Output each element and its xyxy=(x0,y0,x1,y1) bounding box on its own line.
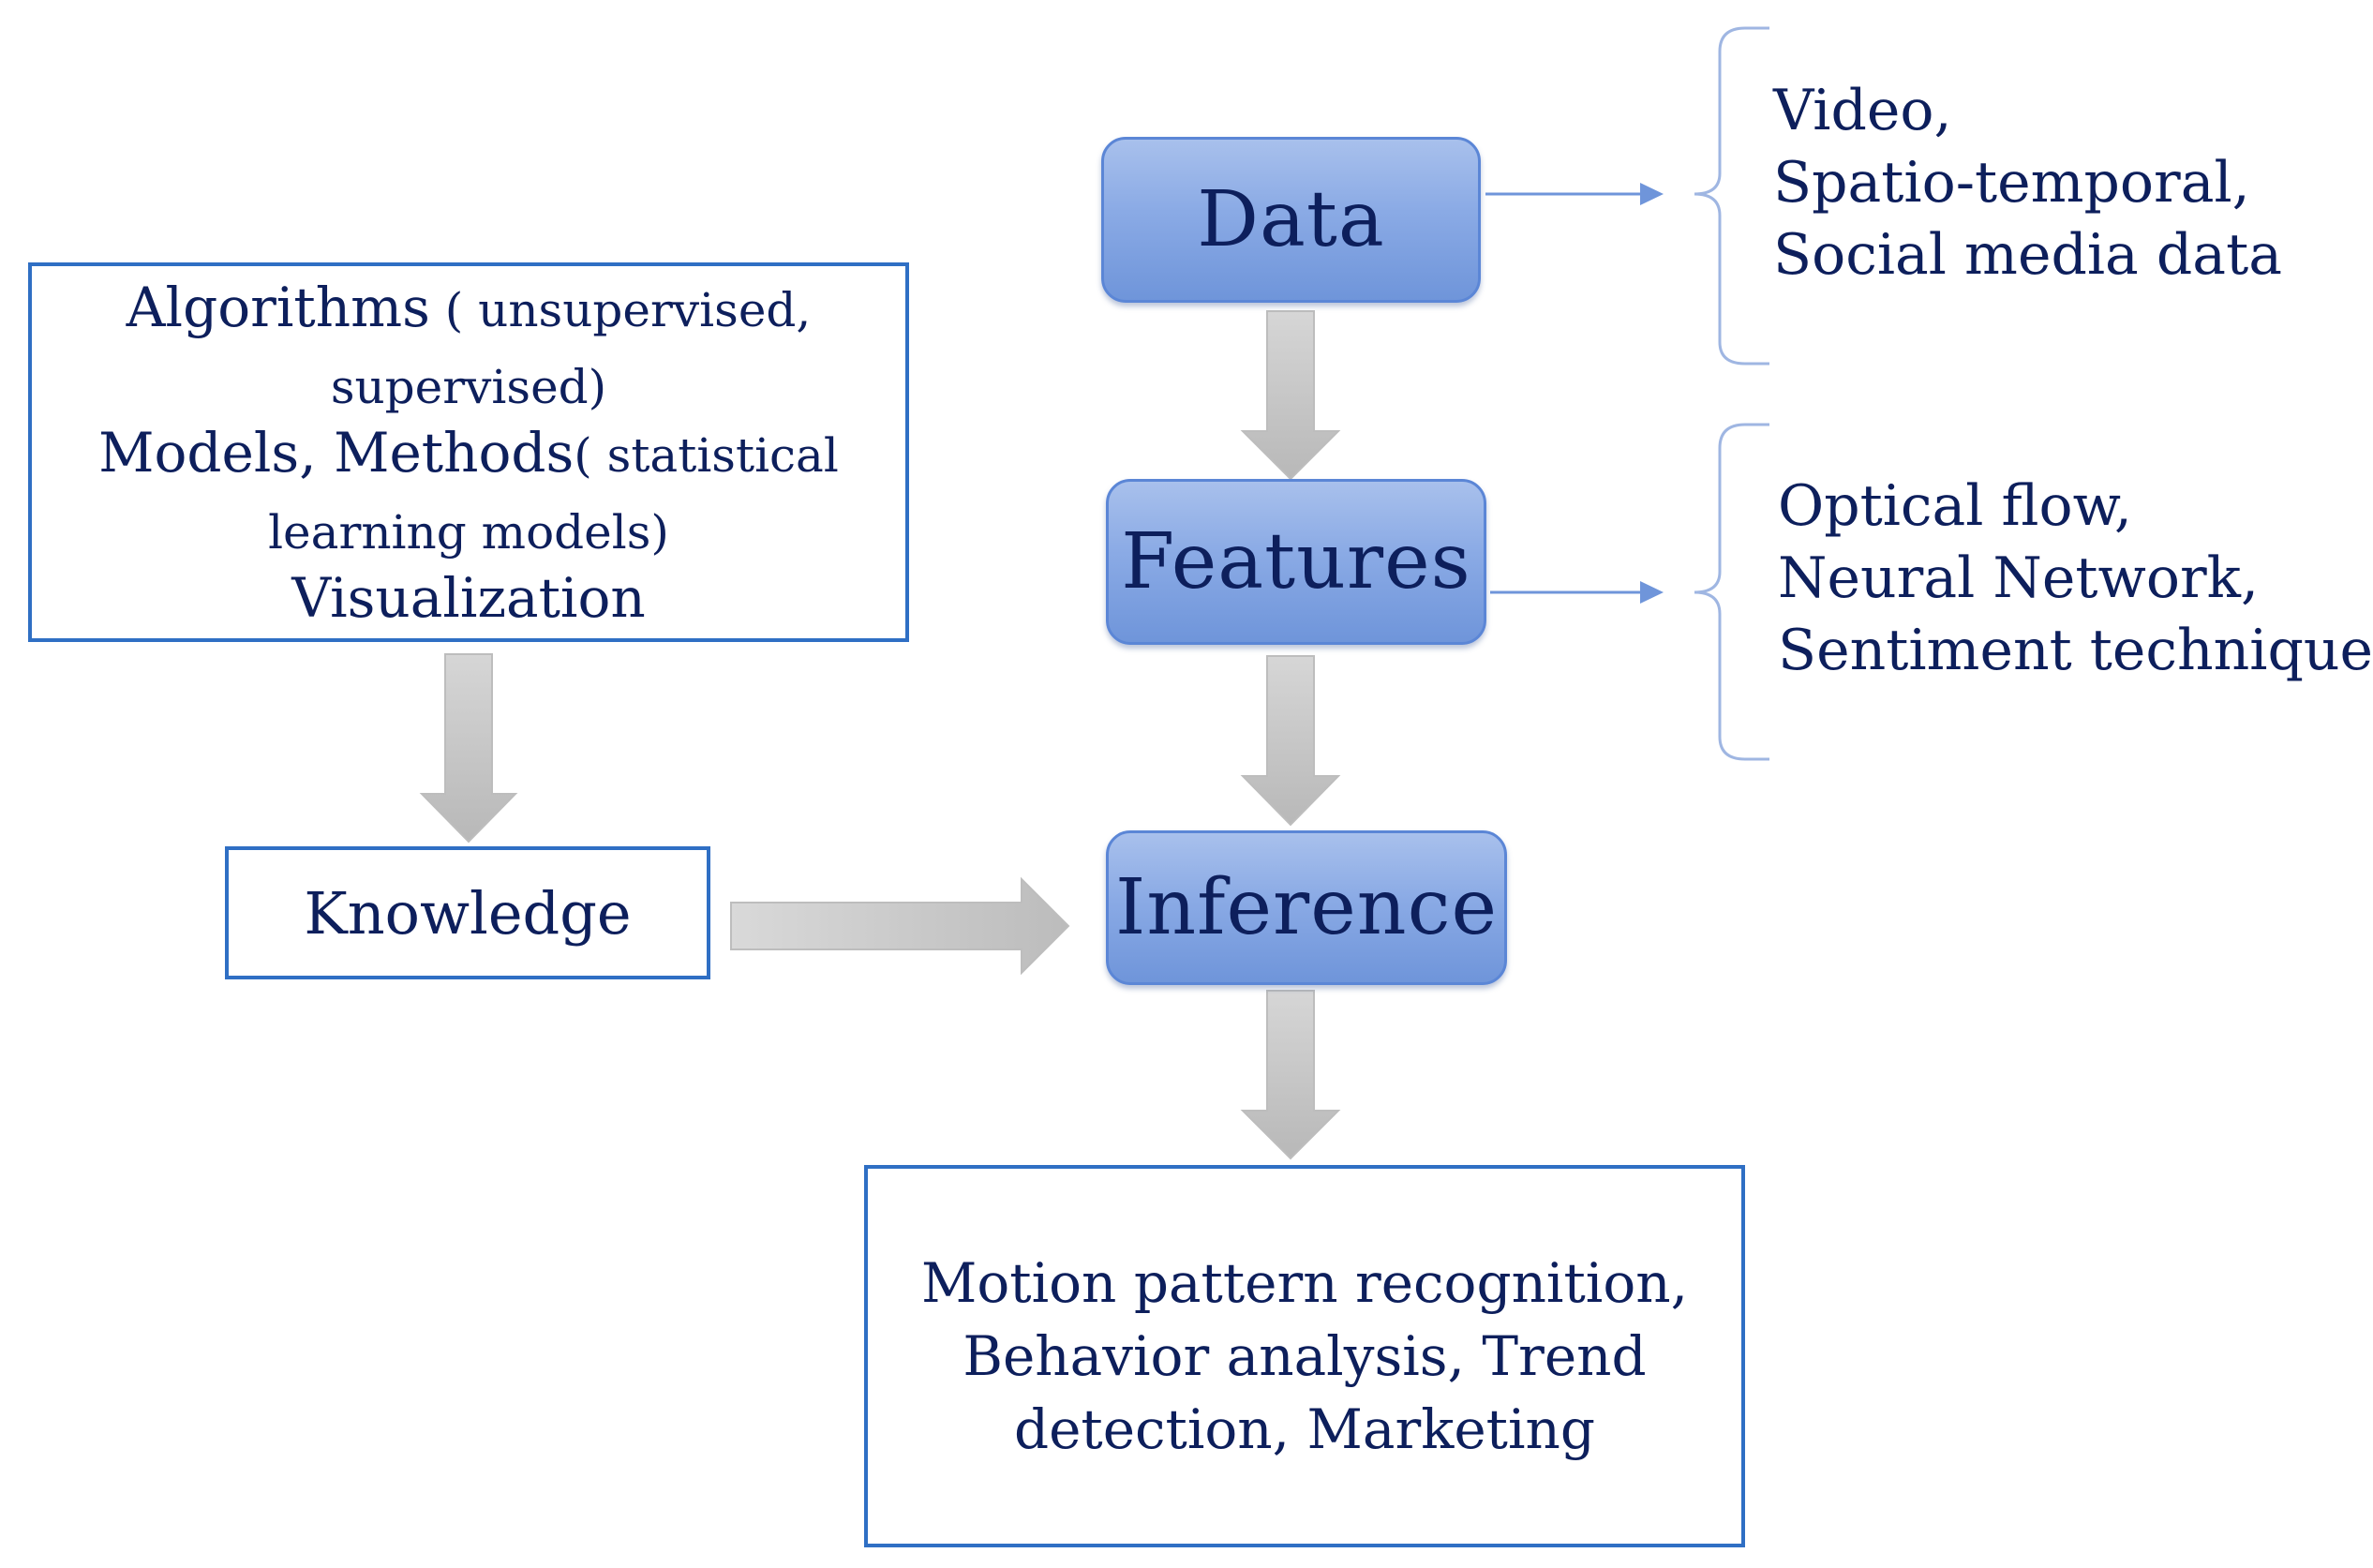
algorithms-qualifier-cont: supervised) xyxy=(330,359,607,414)
applications-box: Motion pattern recognition, Behavior ana… xyxy=(864,1165,1745,1547)
features-details-list: Optical flow, Neural Network, Sentiment … xyxy=(1778,470,2373,687)
connector-features-arrowhead xyxy=(1640,581,1664,604)
features-detail-item: Optical flow, xyxy=(1778,473,2132,539)
algorithms-line: Algorithms ( unsupervised, xyxy=(127,275,812,354)
knowledge-label: Knowledge xyxy=(304,878,632,948)
features-detail-item: Neural Network, xyxy=(1778,545,2260,611)
inference-node: Inference xyxy=(1106,830,1507,985)
data-detail-item: Social media data xyxy=(1773,222,2282,288)
applications-line: Motion pattern recognition, xyxy=(920,1251,1689,1315)
arrow-features-to-inference xyxy=(1240,655,1341,827)
models-qualifier: ( statistical xyxy=(574,427,839,483)
algorithms-label: Algorithms xyxy=(126,275,430,339)
data-detail-item: Video, xyxy=(1773,78,1952,143)
data-details-list: Video, Spatio-temporal, Social media dat… xyxy=(1773,75,2282,291)
models-qualifier-cont: learning models) xyxy=(268,504,669,560)
knowledge-box: Knowledge xyxy=(225,846,710,979)
data-detail-item: Spatio-temporal, xyxy=(1773,150,2250,216)
arrow-knowledge-to-inference xyxy=(730,876,1070,976)
visualization-label: Visualization xyxy=(291,565,646,630)
features-detail-item: Sentiment techniques xyxy=(1778,618,2373,683)
brace-data xyxy=(1694,26,1769,366)
connector-data-arrowhead xyxy=(1640,183,1664,205)
features-node-label: Features xyxy=(1121,517,1471,606)
algorithms-qualifier: ( unsupervised, xyxy=(429,282,812,337)
algorithms-models-box: Algorithms ( unsupervised, supervised) M… xyxy=(28,262,909,642)
inference-node-label: Inference xyxy=(1114,863,1499,952)
arrow-inference-to-results xyxy=(1240,990,1341,1160)
data-node-label: Data xyxy=(1197,175,1385,264)
arrow-algorithms-to-knowledge xyxy=(419,653,518,844)
features-node: Features xyxy=(1106,479,1486,645)
arrow-data-to-features xyxy=(1240,310,1341,481)
models-methods-label: Models, Methods xyxy=(98,420,575,485)
data-node: Data xyxy=(1101,137,1481,303)
models-line: Models, Methods( statistical xyxy=(98,420,839,500)
applications-line: detection, Marketing xyxy=(1013,1397,1596,1461)
brace-features xyxy=(1694,423,1769,761)
applications-line: Behavior analysis, Trend xyxy=(963,1324,1647,1388)
